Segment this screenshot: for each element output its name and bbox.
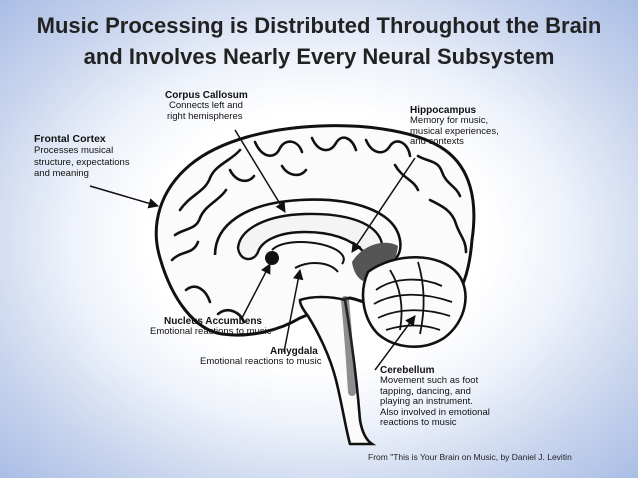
source-citation: From "This is Your Brain on Music, by Da… xyxy=(368,452,572,462)
title-line-1: Music Processing is Distributed Througho… xyxy=(36,13,602,38)
nucleus-accumbens-desc-1: Emotional reactions to music xyxy=(150,326,272,337)
cerebellum-shape xyxy=(361,256,467,349)
amygdala-desc-1: Emotional reactions to music xyxy=(200,356,322,367)
cerebellum-name: Cerebellum xyxy=(380,365,435,376)
slide-title: Music Processing is Distributed Througho… xyxy=(0,10,638,72)
amygdala-name: Amygdala xyxy=(270,346,318,357)
corpus-callosum-name: Corpus Callosum xyxy=(165,90,248,101)
nucleus-accumbens-label: Nucleus Accumbens Emotional reactions to… xyxy=(150,316,271,338)
cerebellum-arrow xyxy=(374,315,416,371)
nucleus-accumbens-dot xyxy=(265,251,279,265)
corpus-callosum-desc-2: right hemispheres xyxy=(167,110,243,122)
hippocampus-label: Hippocampus Memory for music, musical ex… xyxy=(410,105,499,148)
title-line-2: and Involves Nearly Every Neural Subsyst… xyxy=(83,44,555,69)
amygdala-label: Amygdala Emotional reactions to music xyxy=(200,346,321,368)
frontal-cortex-name: Frontal Cortex xyxy=(34,133,106,145)
hippocampus-desc-1: Memory for music, xyxy=(410,115,489,126)
pointer-arrows xyxy=(89,129,416,371)
brainstem xyxy=(298,295,377,446)
hippocampus-desc-3: and contexts xyxy=(410,136,464,147)
frontal-cortex-desc-3: and meaning xyxy=(34,168,89,179)
cerebellum-desc-1: Movement such as foot xyxy=(380,375,479,386)
hippocampus-desc-2: musical experiences, xyxy=(410,125,499,137)
nucleus-accumbens-arrow xyxy=(241,263,271,319)
frontal-cortex-desc-1: Processes musical xyxy=(34,145,114,156)
amygdala-arrow xyxy=(283,268,304,353)
hippocampus-name: Hippocampus xyxy=(410,105,477,116)
corpus-callosum-arrow xyxy=(234,129,286,213)
cerebellum-label: Cerebellum Movement such as foot tapping… xyxy=(380,365,490,429)
frontal-cortex-label: Frontal Cortex Processes musical structu… xyxy=(34,134,130,180)
corpus-callosum-desc-1: Connects left and xyxy=(169,100,243,111)
cerebellum-desc-4: Also involved in emotional xyxy=(380,406,490,418)
frontal-cortex-desc-2: structure, expectations xyxy=(34,156,130,168)
cerebellum-desc-3: playing an instrument. xyxy=(380,396,473,407)
corpus-callosum-label: Corpus Callosum Connects left and right … xyxy=(165,90,248,122)
frontal-cortex-arrow xyxy=(89,185,160,209)
cingulate-outline xyxy=(213,198,402,265)
nucleus-accumbens-name: Nucleus Accumbens xyxy=(164,316,262,327)
cerebellum-desc-5: reactions to music xyxy=(380,417,457,428)
hippocampus-arrow xyxy=(351,157,416,253)
cerebellum-desc-2: tapping, dancing, and xyxy=(380,385,471,397)
